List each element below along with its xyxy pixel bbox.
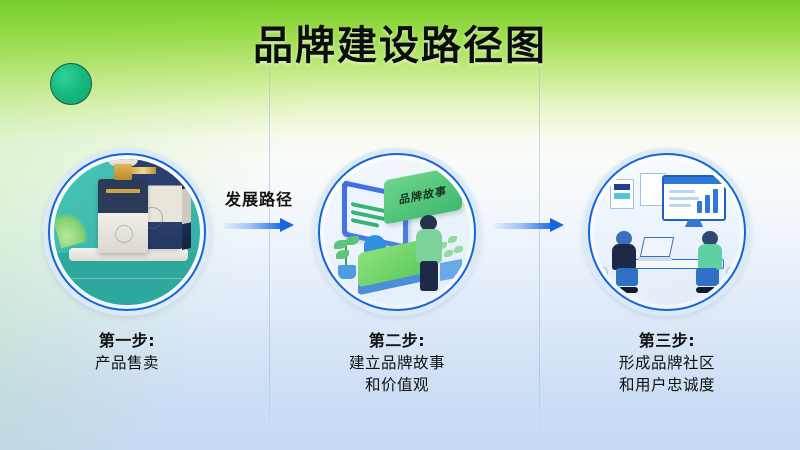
- step-2-heading: 第二步:: [368, 331, 426, 350]
- chair-post: [726, 281, 728, 291]
- arrow-shaft: [224, 222, 282, 229]
- step-3-line-2: 和用户忠诚度: [618, 376, 715, 395]
- step-1-illustration-circle: [43, 148, 211, 316]
- step-3-illustration-circle: [583, 148, 751, 316]
- circle-ring-inner: [318, 153, 476, 311]
- step-1-line-1: 产品售卖: [94, 353, 159, 372]
- chair-feet: [596, 295, 618, 297]
- chair-post: [606, 281, 608, 291]
- chair-feet: [716, 295, 738, 297]
- step-2-line-1: 建立品牌故事: [348, 353, 445, 372]
- arrow-shaft: [494, 222, 552, 229]
- green-circle-icon: [50, 63, 92, 105]
- step-2-illustration-circle: 品牌故事: [313, 148, 481, 316]
- circle-ring-inner: [48, 153, 206, 311]
- page-title: 品牌建设路径图: [253, 23, 547, 69]
- step-2-line-2: 和价值观: [364, 376, 429, 395]
- step-1-heading: 第一步:: [98, 331, 156, 350]
- step-1-caption: 第一步: 产品售卖: [12, 330, 242, 374]
- step-3-heading: 第三步:: [638, 331, 696, 350]
- step-2-caption: 第二步: 建立品牌故事 和价值观: [282, 330, 512, 397]
- connector-label: 发展路径: [224, 190, 293, 209]
- arrow-step1-to-step2-icon: [224, 218, 294, 232]
- arrow-head: [280, 218, 294, 232]
- arrow-head: [550, 218, 564, 232]
- arrow-step2-to-step3-icon: [494, 218, 564, 232]
- step-3-line-1: 形成品牌社区: [618, 353, 715, 372]
- step-3-caption: 第三步: 形成品牌社区 和用户忠诚度: [552, 330, 782, 397]
- circle-ring-inner: [588, 153, 746, 311]
